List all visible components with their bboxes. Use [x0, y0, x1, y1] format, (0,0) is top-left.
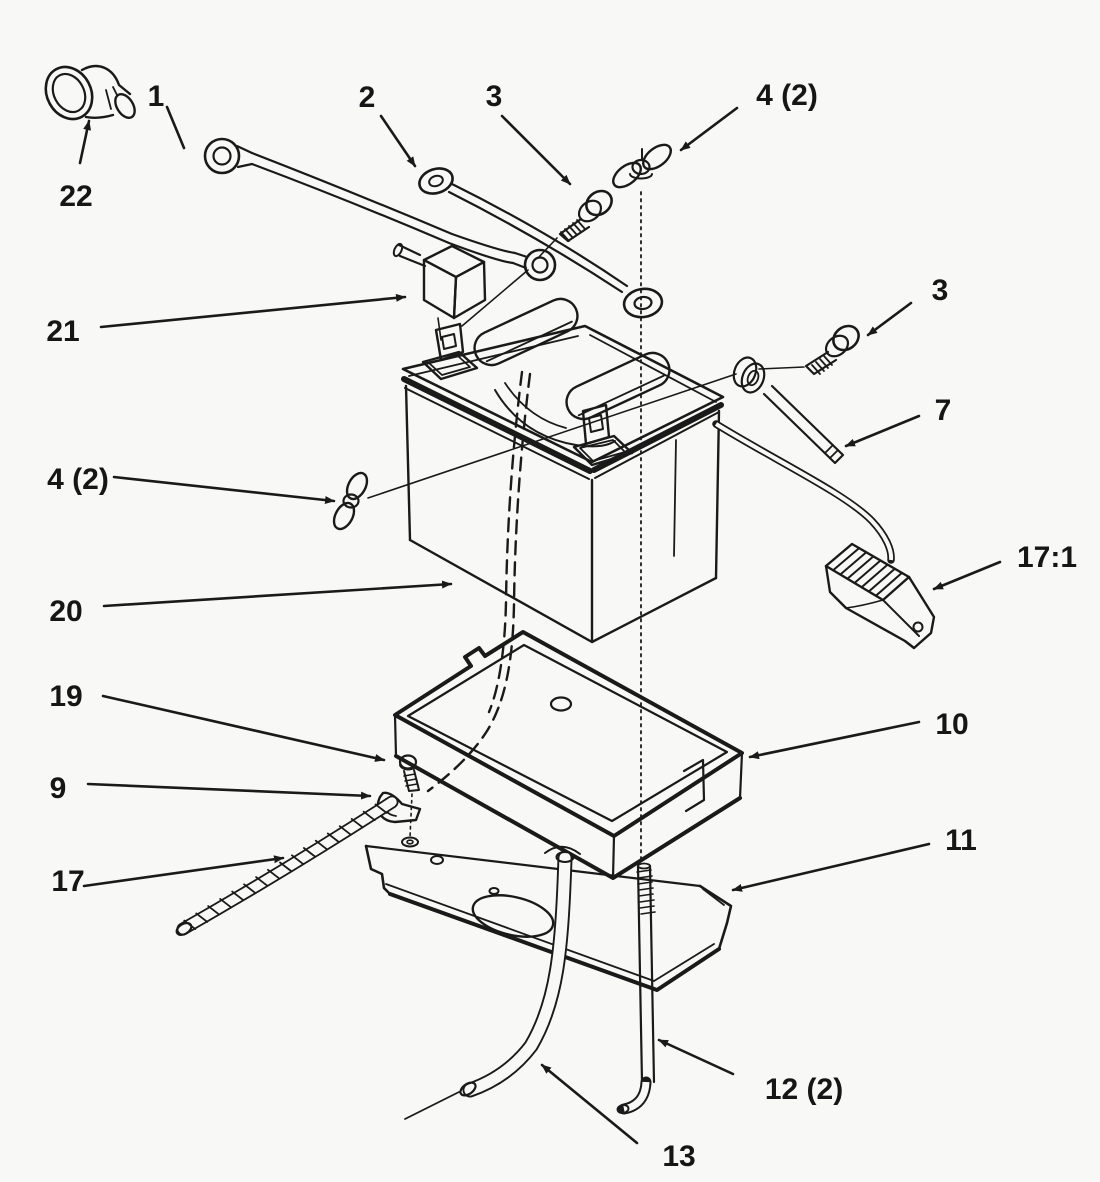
callout-4-left: 4 (2): [47, 463, 109, 496]
battery-cable-7: [367, 356, 895, 564]
callout-17: 17: [51, 865, 84, 898]
wing-nut-4-left: [332, 471, 369, 531]
callout-22: 22: [59, 180, 92, 213]
terminal-boot-22: [44, 64, 136, 121]
callout-1: 1: [148, 80, 165, 113]
connector-17-1: [824, 542, 936, 650]
callout-7: 7: [935, 394, 952, 427]
hex-bolt-3-right: [758, 324, 860, 376]
terminal-cover-21: [392, 242, 529, 341]
hold-down-strap: [426, 370, 532, 793]
j-bolt-12: [616, 862, 656, 1115]
callout-4-top: 4 (2): [756, 79, 818, 112]
callout-20: 20: [49, 595, 82, 628]
cable-conduit-17: [175, 795, 399, 937]
callout-leaders: [78, 105, 1002, 1145]
callout-13: 13: [662, 1140, 695, 1173]
battery-tray-10: [393, 630, 744, 880]
callout-9: 9: [50, 772, 67, 805]
wing-nut-4-top: [612, 143, 672, 189]
callout-labels: 22 1 2 3 4 (2) 21 3 7 17:1 4 (2) 20 19 9…: [46, 79, 1077, 1173]
callout-17-1: 17:1: [1017, 541, 1077, 574]
callout-19: 19: [49, 680, 82, 713]
callout-3-right: 3: [932, 274, 949, 307]
hex-bolt-3-top: [537, 189, 613, 259]
carriage-bolt-19: [398, 754, 420, 848]
drain-tube-13: [404, 850, 575, 1120]
callout-12: 12 (2): [765, 1073, 843, 1106]
support-tray-11: [364, 844, 733, 992]
callout-21: 21: [46, 315, 79, 348]
callout-3-top: 3: [486, 80, 503, 113]
callout-10: 10: [935, 708, 968, 741]
battery-20: [401, 297, 725, 644]
battery-cable-2: [418, 167, 664, 319]
callout-2: 2: [359, 81, 376, 114]
ring-terminal-cable-1: [203, 137, 557, 282]
callout-11: 11: [945, 824, 977, 857]
